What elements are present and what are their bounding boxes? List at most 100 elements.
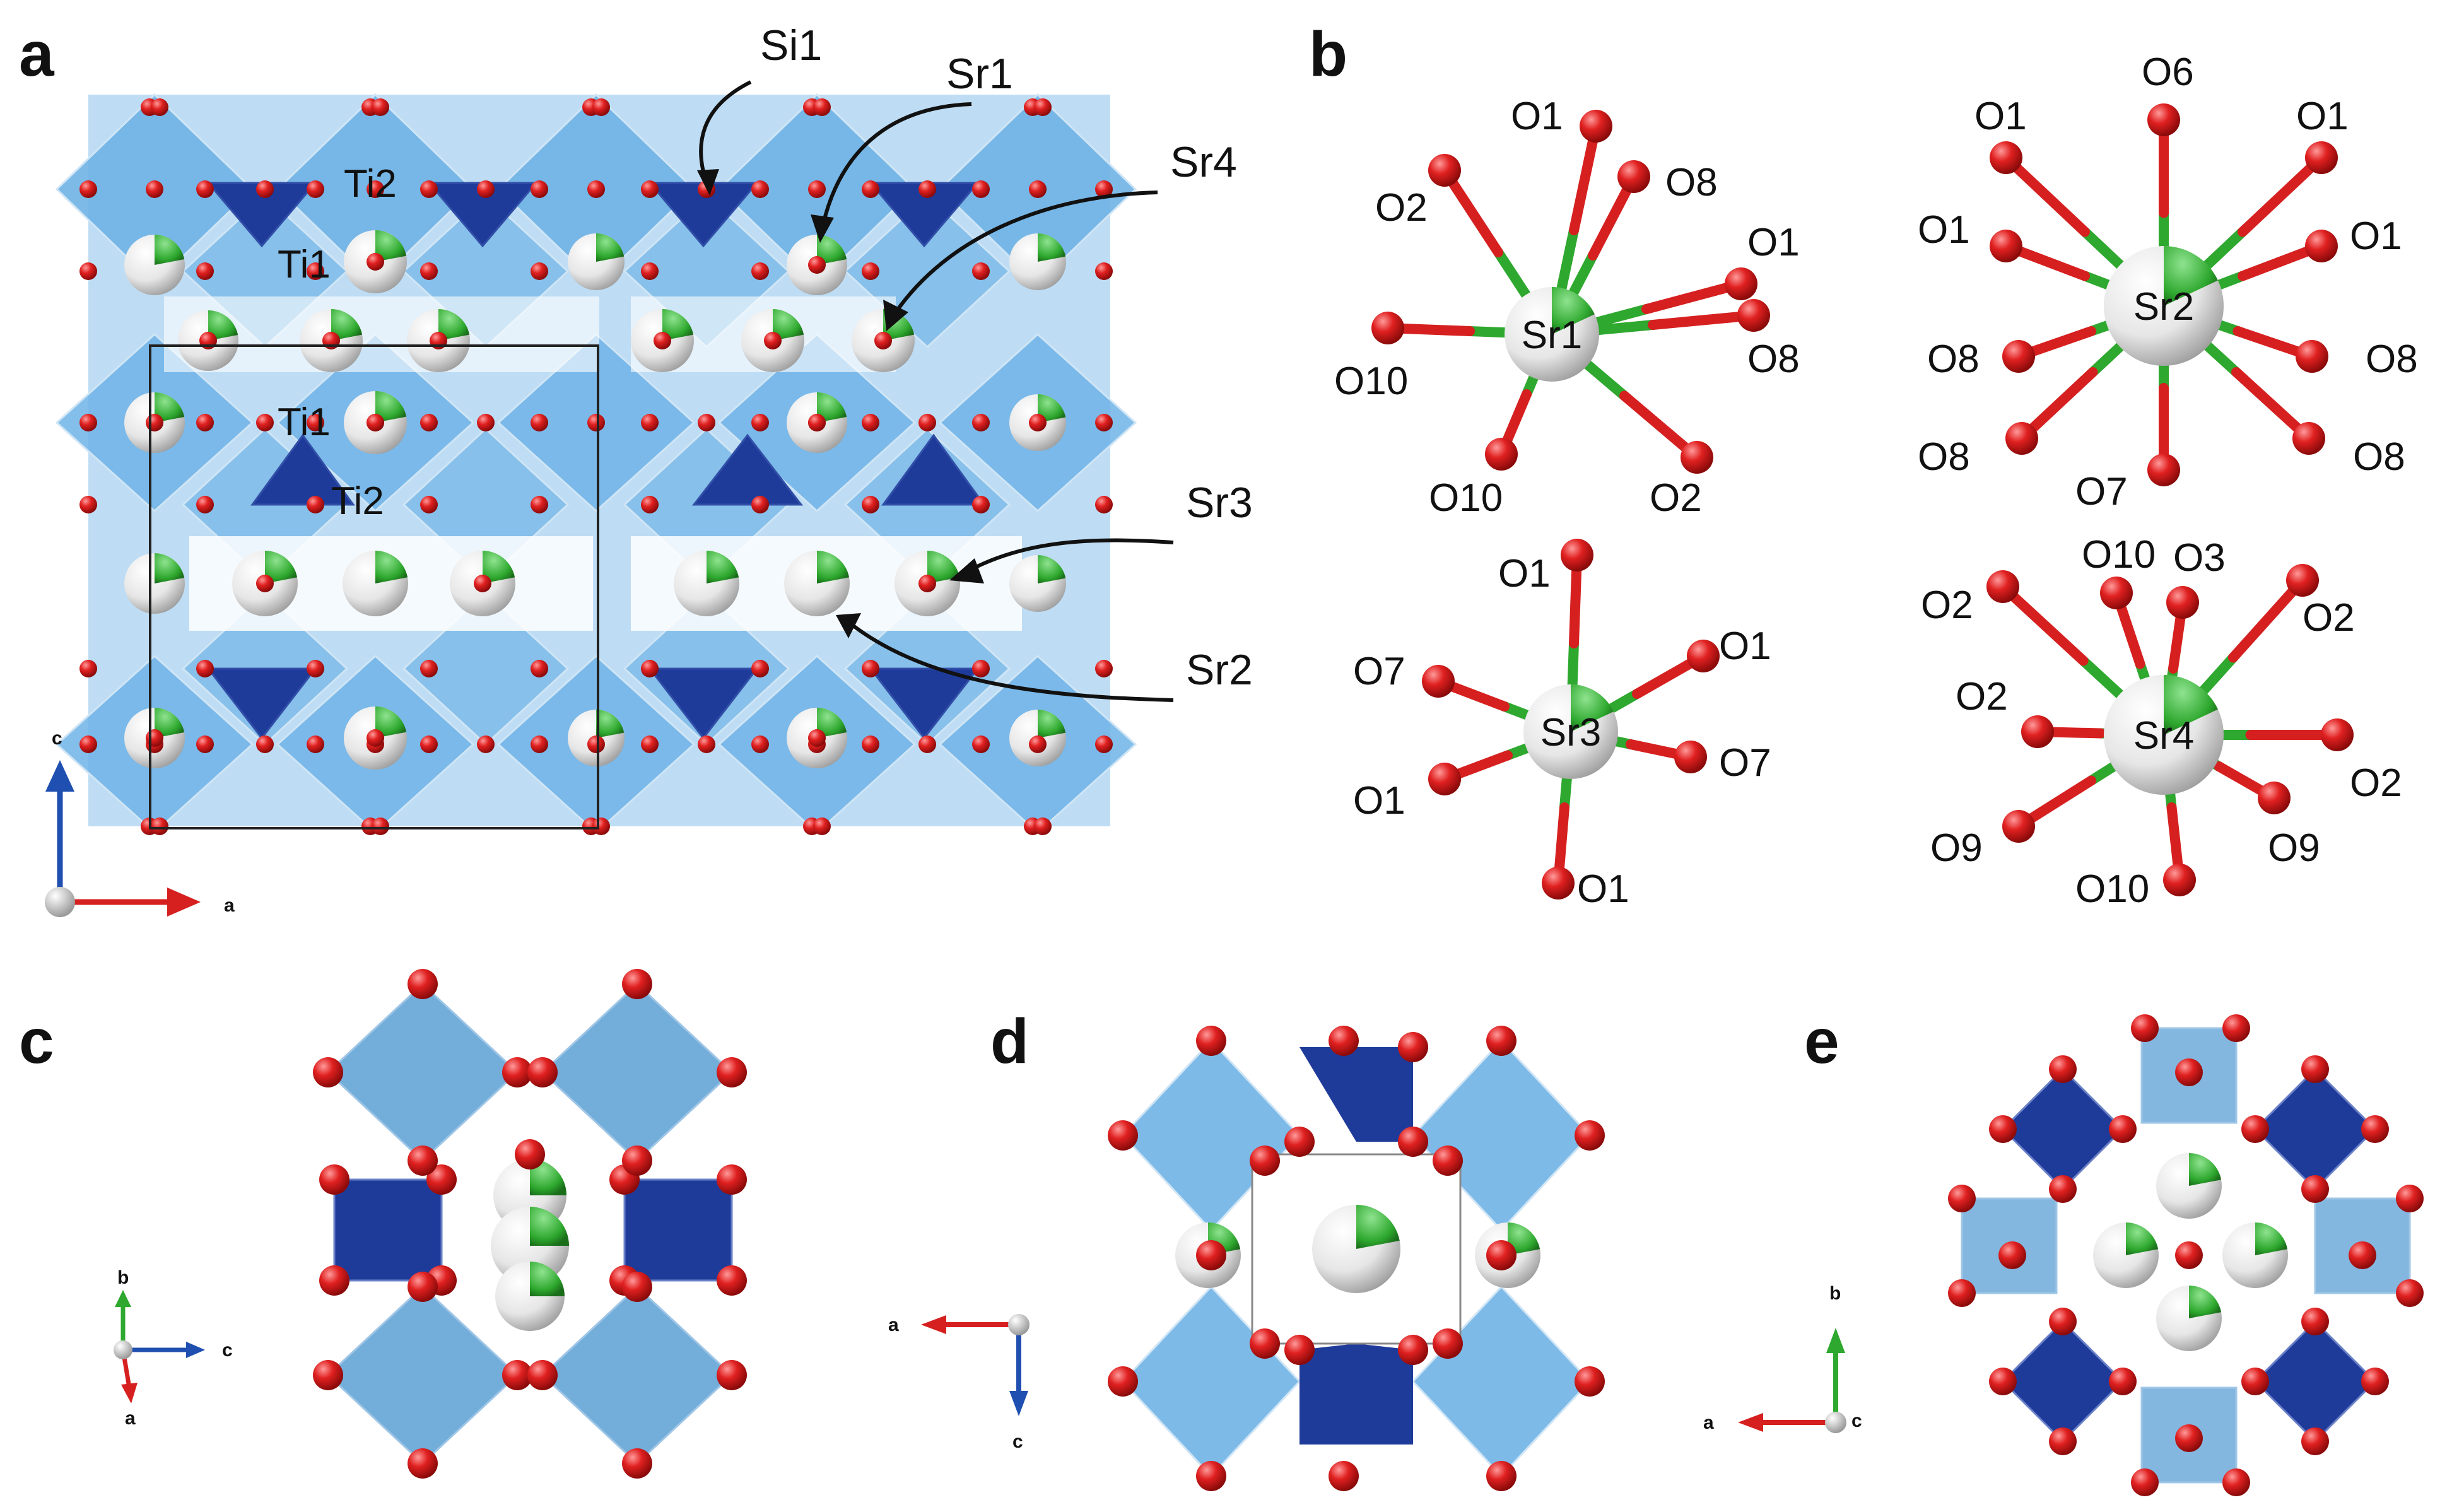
unit-cell-outline [149, 344, 599, 829]
axis-origin [45, 887, 75, 917]
oxygen-atom [1998, 1241, 2026, 1269]
si-tetrahedron [881, 433, 986, 506]
oxygen-atom [1948, 1279, 1976, 1307]
oxygen-atom [367, 180, 384, 198]
oxygen-atom [502, 1360, 532, 1390]
oxygen-atom [256, 414, 274, 431]
ligand-label: O8 [1747, 337, 1800, 381]
partial-occupancy-wedge [2164, 675, 2218, 735]
oxygen-atom [808, 180, 826, 198]
oxygen-atom [151, 98, 168, 116]
ligand-label: O2 [2350, 761, 2402, 805]
oxygen-atom [2301, 1427, 2329, 1455]
oxygen-atom [808, 729, 826, 747]
si-tetrahedron [250, 433, 355, 506]
oxygen-atom [477, 735, 495, 753]
oxygen-atom [196, 660, 214, 677]
oxygen-atom [2147, 454, 2180, 486]
ligand-label: O2 [1956, 675, 2008, 718]
oxygen-atom [2258, 782, 2291, 814]
panel-label-e: e [1804, 1006, 1839, 1077]
partial-occupancy-wedge [1038, 555, 1066, 583]
axis-origin-c [114, 1340, 132, 1359]
oxygen-atom [641, 660, 659, 677]
partial-occupancy-wedge [483, 551, 515, 583]
oxygen-atom [2100, 577, 2133, 609]
oxygen-atom [1737, 299, 1770, 332]
oxygen-atom [2292, 422, 2325, 455]
arrowhead-si1 [697, 169, 719, 196]
ligand-label: O10 [1334, 360, 1408, 403]
oxygen-atom [372, 98, 389, 116]
oxygen-atom [1029, 735, 1047, 753]
oxygen-atom [698, 414, 715, 431]
partial-occupancy-wedge [596, 710, 625, 738]
arrow-sr3 [967, 538, 1174, 573]
oxygen-atom [1398, 1127, 1428, 1157]
partial-occupancy-wedge [208, 310, 238, 341]
panel-e-structure [1948, 1014, 2424, 1496]
ligand-label: O1 [1747, 221, 1800, 264]
oxygen-atom [1196, 1240, 1226, 1270]
si-tetrahedron [333, 1178, 443, 1282]
axis-label-c-e: c [1851, 1410, 1862, 1431]
oxygen-atom [307, 262, 324, 280]
oxygen-atom [307, 414, 324, 431]
oxygen-atom [2005, 422, 2038, 455]
oxygen-atom [502, 1057, 532, 1087]
partial-occupancy-wedge [530, 1159, 566, 1195]
oxygen-atom [1561, 539, 1593, 571]
oxygen-atom [1485, 438, 1518, 471]
oxygen-atom [2049, 1175, 2077, 1203]
axis-c-arrowhead-c [186, 1342, 205, 1358]
oxygen-atom [587, 180, 605, 198]
oxygen-atom [622, 1272, 652, 1302]
oxygen-atom [420, 735, 438, 753]
ligand-label: O7 [1719, 741, 1771, 785]
oxygen-atom [1095, 496, 1113, 513]
oxygen-atom [1284, 1335, 1315, 1365]
oxygen-atom [408, 1448, 438, 1479]
partial-occupancy-wedge [375, 706, 407, 738]
si-tetrahedron [623, 1178, 733, 1282]
oxygen-atom [1284, 1127, 1315, 1157]
arrow-sr4 [894, 190, 1158, 314]
oxygen-atom [2305, 230, 2338, 262]
oxygen-atom [1034, 818, 1052, 835]
ligand-label: O9 [2268, 826, 2320, 870]
oxygen-atom [79, 735, 97, 753]
oxygen-atom [808, 414, 826, 431]
si-tetrahedron [647, 667, 760, 740]
oxygen-atom [531, 496, 548, 513]
oxygen-atom [1095, 180, 1113, 198]
partial-occupancy-wedge [1038, 233, 1066, 262]
oxygen-atom [408, 1146, 438, 1176]
axis-label-a-d: a [888, 1315, 899, 1335]
oxygen-atom [426, 1164, 457, 1195]
oxygen-atom [531, 414, 548, 431]
partial-occupancy-wedge [2189, 1286, 2222, 1318]
oxygen-atom [751, 735, 769, 753]
oxygen-atom [367, 414, 384, 431]
si-tetrahedron [691, 433, 804, 506]
axis-label-c-c: c [222, 1340, 233, 1361]
axis-label-a-e: a [1703, 1412, 1714, 1433]
ligand-label: O2 [1650, 476, 1702, 520]
axis-label-c-d: c [1012, 1431, 1023, 1452]
oxygen-atom [972, 496, 990, 513]
oxygen-atom [531, 660, 548, 677]
partial-occupancy-wedge [155, 392, 185, 423]
oxygen-atom [196, 496, 214, 513]
ligand-label: O1 [1353, 779, 1405, 823]
oxygen-atom [1674, 741, 1707, 773]
oxygen-atom [196, 262, 214, 280]
axis-c-arrowhead [45, 760, 74, 792]
oxygen-atom [2305, 141, 2338, 174]
oxygen-atom [641, 414, 659, 431]
ligand-label: O1 [1918, 208, 1970, 252]
axis-a-arrowhead-e [1738, 1413, 1763, 1432]
ligand-label: O9 [1930, 826, 1983, 870]
oxygen-atom [2396, 1185, 2424, 1212]
axis-triad-c: b c a [114, 1267, 233, 1429]
